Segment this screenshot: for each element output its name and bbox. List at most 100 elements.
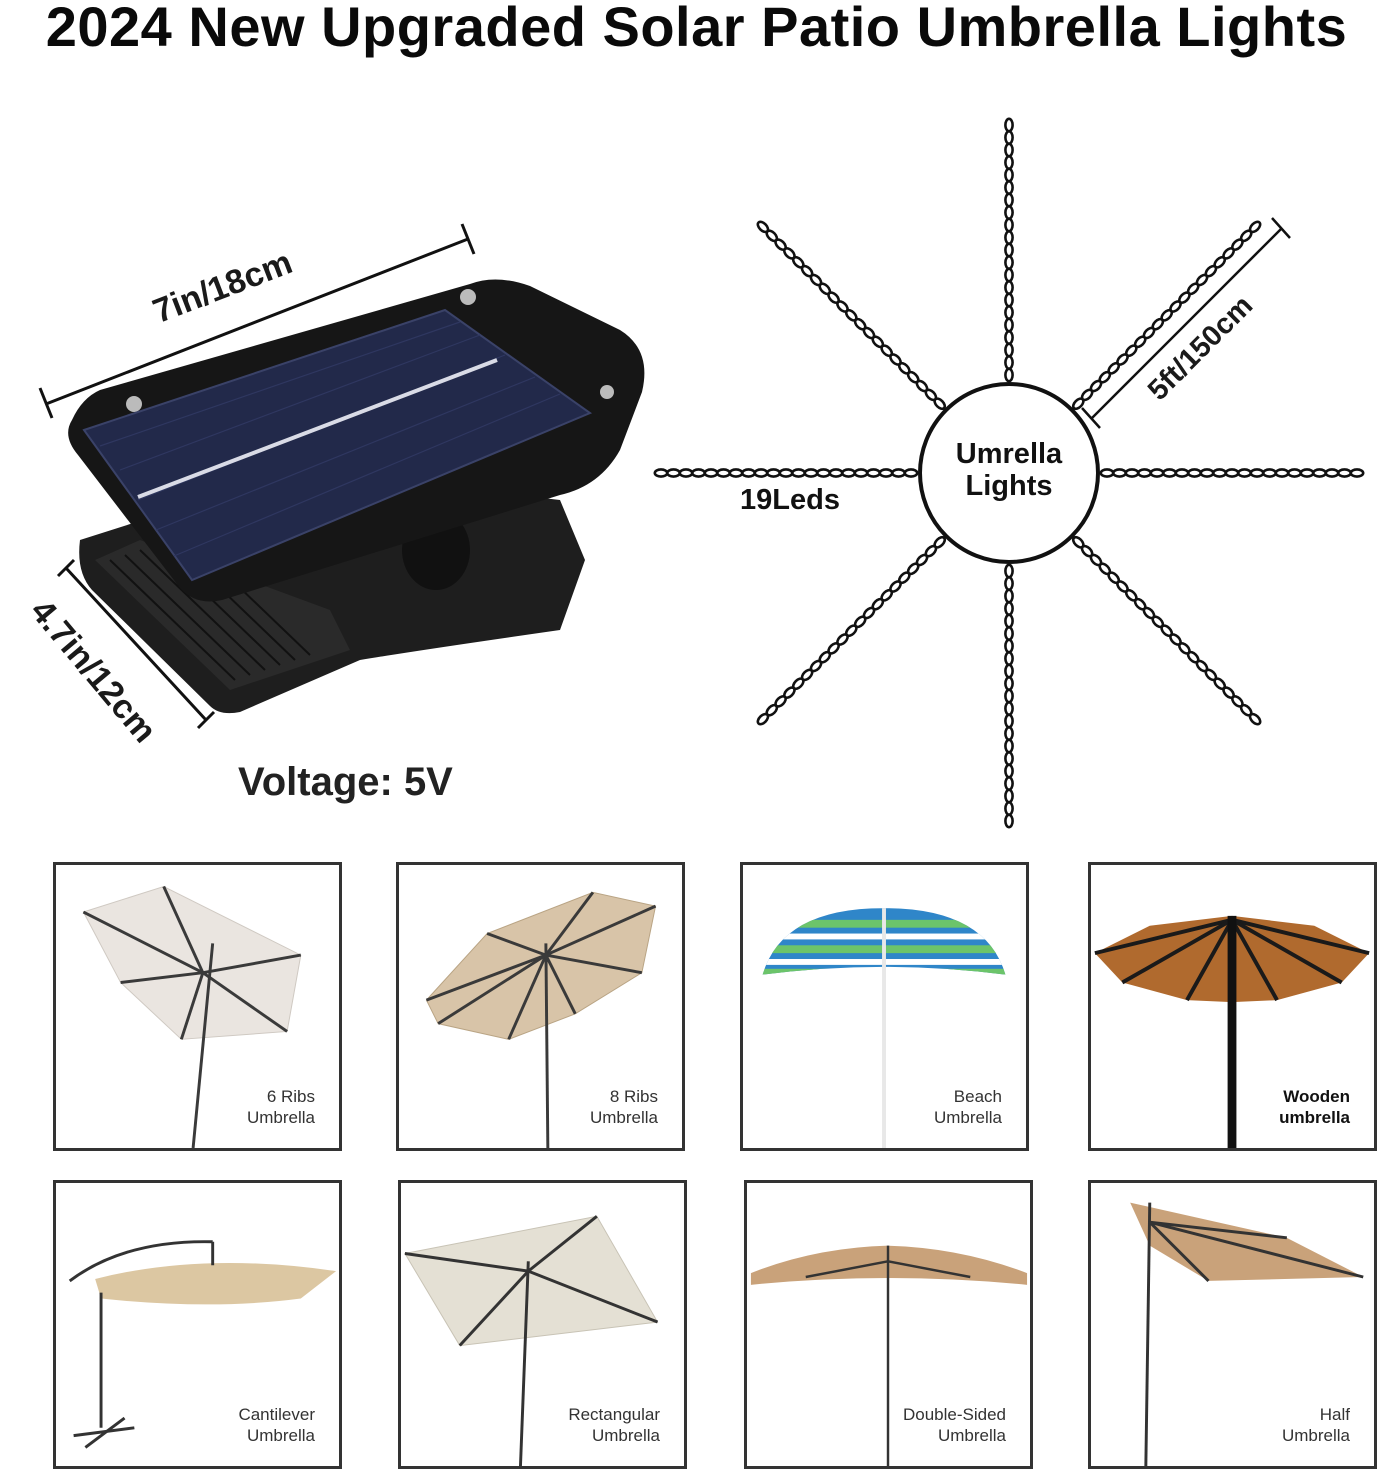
led-bead <box>1004 588 1014 604</box>
led-bead <box>1004 788 1014 804</box>
umbrella-beach-icon <box>762 908 1006 1148</box>
led-bead <box>828 468 844 478</box>
led-bead <box>678 468 694 478</box>
umbrella-caption-line2: umbrella <box>1279 1108 1350 1127</box>
umbrella-caption-line2: Umbrella <box>937 1426 1006 1445</box>
led-bead <box>791 468 807 478</box>
led-bead <box>1004 167 1014 183</box>
led-bead <box>1004 217 1014 233</box>
led-bead <box>1004 267 1014 283</box>
led-bead <box>1004 675 1014 691</box>
led-bead <box>1004 155 1014 171</box>
led-bead <box>1004 192 1014 208</box>
led-bead <box>1248 712 1262 726</box>
umbrella-card-6-ribs: 6 Ribs Umbrella <box>53 862 342 1151</box>
led-bead <box>1249 468 1265 478</box>
umbrella-caption-line2: Umbrella <box>246 1108 315 1127</box>
led-bead <box>1004 142 1014 158</box>
umbrella-caption-line2: Umbrella <box>591 1426 660 1445</box>
umbrella-caption-line1: Cantilever <box>238 1405 315 1424</box>
umbrella-half-icon <box>1130 1202 1364 1466</box>
led-bead <box>1004 688 1014 704</box>
led-bead <box>816 468 832 478</box>
led-bead <box>703 468 719 478</box>
led-bead <box>1004 280 1014 296</box>
led-bead <box>1099 468 1115 478</box>
led-bead <box>741 468 757 478</box>
umbrella-wooden-icon <box>1094 915 1370 1148</box>
umbrella-card-wooden: Wooden umbrella <box>1088 862 1377 1151</box>
hub-label-line2: Lights <box>965 470 1053 502</box>
led-bead <box>1004 342 1014 358</box>
led-bead <box>1004 305 1014 321</box>
led-bead <box>1004 650 1014 666</box>
led-bead <box>766 468 782 478</box>
led-bead <box>1004 738 1014 754</box>
umbrella-caption-line2: Umbrella <box>933 1108 1002 1127</box>
led-bead <box>1187 468 1203 478</box>
led-bead <box>1224 468 1240 478</box>
led-bead <box>1004 750 1014 766</box>
led-bead <box>1199 468 1215 478</box>
led-bead <box>866 468 882 478</box>
led-bead <box>1004 625 1014 641</box>
led-bead <box>803 468 819 478</box>
led-bead <box>1237 468 1253 478</box>
led-bead <box>1004 638 1014 654</box>
led-bead <box>1324 468 1340 478</box>
led-bead <box>1274 468 1290 478</box>
umbrella-card-cantilever: Cantilever Umbrella <box>53 1180 342 1469</box>
led-bead <box>1004 367 1014 383</box>
led-bead <box>1137 468 1153 478</box>
string-lights-diagram <box>653 117 1365 829</box>
led-bead <box>1349 468 1365 478</box>
umbrella-caption-line2: Umbrella <box>589 1108 658 1127</box>
led-bead <box>1299 468 1315 478</box>
umbrella-cantilever-icon <box>68 1240 337 1449</box>
umbrella-caption-line1: Wooden <box>1283 1087 1350 1106</box>
led-bead <box>1004 292 1014 308</box>
led-bead <box>1004 713 1014 729</box>
umbrella-caption-line1: 6 Ribs <box>266 1087 315 1106</box>
led-bead <box>728 468 744 478</box>
led-bead <box>1262 468 1278 478</box>
led-bead <box>1004 230 1014 246</box>
led-bead <box>1212 468 1228 478</box>
umbrella-rectangular-icon <box>404 1215 659 1466</box>
led-bead <box>778 468 794 478</box>
led-bead <box>1004 330 1014 346</box>
led-bead <box>1004 205 1014 221</box>
led-bead <box>1004 242 1014 258</box>
led-bead <box>1004 117 1014 133</box>
led-bead <box>1004 700 1014 716</box>
led-bead <box>891 468 907 478</box>
umbrella-double-sided-icon <box>750 1245 1028 1466</box>
hub-circle <box>918 382 1100 564</box>
led-bead <box>1004 130 1014 146</box>
umbrella-card-beach: Beach Umbrella <box>740 862 1029 1151</box>
umbrella-card-8-ribs: 8 Ribs Umbrella <box>396 862 685 1151</box>
led-bead <box>1004 613 1014 629</box>
led-bead <box>841 468 857 478</box>
umbrella-caption-line1: Beach <box>953 1087 1002 1106</box>
umbrella-caption-line2: Umbrella <box>1281 1426 1350 1445</box>
umbrella-caption-line2: Umbrella <box>246 1426 315 1445</box>
led-bead <box>1004 317 1014 333</box>
led-bead <box>1004 180 1014 196</box>
led-bead <box>716 468 732 478</box>
led-bead <box>1004 775 1014 791</box>
umbrella-caption-line1: 8 Ribs <box>609 1087 658 1106</box>
led-bead <box>1337 468 1353 478</box>
led-bead <box>691 468 707 478</box>
leds-label: 19Leds <box>740 484 840 516</box>
led-bead <box>1004 255 1014 271</box>
led-bead <box>1004 600 1014 616</box>
led-bead <box>1312 468 1328 478</box>
umbrella-caption-line1: Half <box>1319 1405 1350 1424</box>
umbrella-card-double-sided: Double-Sided Umbrella <box>744 1180 1033 1469</box>
led-bead <box>1004 763 1014 779</box>
led-bead <box>1287 468 1303 478</box>
led-bead <box>1004 813 1014 829</box>
led-bead <box>1162 468 1178 478</box>
